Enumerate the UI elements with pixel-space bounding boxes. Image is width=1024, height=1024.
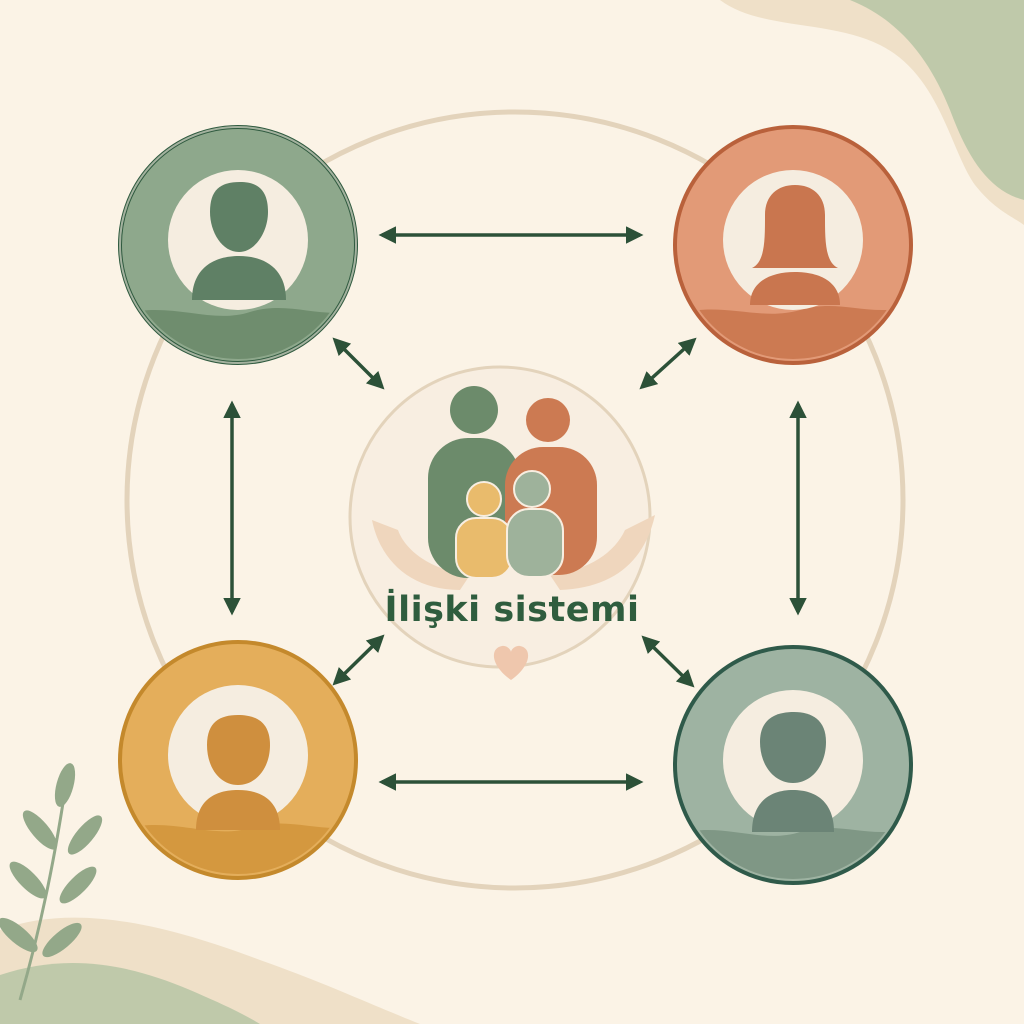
center-label: İlişki sistemi — [384, 590, 640, 630]
arrow-child1-center — [332, 634, 385, 686]
woman-silhouette-icon — [750, 185, 840, 305]
hands-icon — [372, 520, 470, 590]
boy-silhouette-icon — [752, 712, 834, 832]
center-node — [348, 365, 655, 680]
arrow-father-center — [332, 337, 385, 390]
child-silhouette-icon — [196, 715, 280, 830]
node-mother — [673, 125, 913, 365]
arrow-child2-center — [641, 635, 695, 688]
family-group-icon — [428, 386, 597, 579]
heart-icon — [493, 645, 529, 680]
decor-blob-bottom-left-green — [0, 963, 260, 1024]
outer-ring — [124, 109, 906, 891]
arrow-mother-center — [639, 337, 697, 390]
man-silhouette-icon — [192, 182, 286, 300]
node-child-2 — [673, 645, 913, 885]
node-father — [118, 125, 358, 365]
node-child-1 — [118, 640, 358, 880]
decor-blob-top-right-green — [850, 0, 1024, 200]
leaf-branch-icon — [0, 763, 103, 1001]
relationship-arrows — [223, 226, 807, 791]
